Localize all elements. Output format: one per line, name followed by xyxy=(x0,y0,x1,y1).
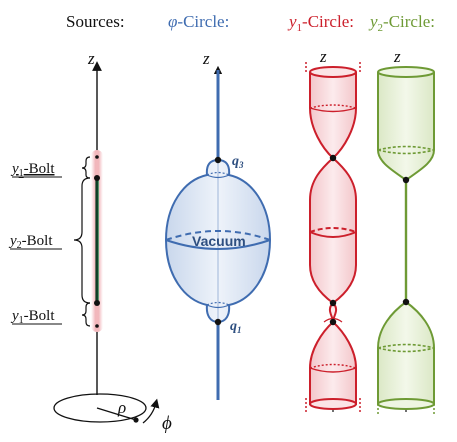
header-y1-circle: y1-Circle: xyxy=(287,12,354,34)
vacuum-label: Vacuum xyxy=(192,233,246,249)
q3-node xyxy=(214,156,222,164)
y2-top-lobe xyxy=(377,72,435,182)
rho-point xyxy=(133,417,139,423)
q1-label: q1 xyxy=(230,319,242,335)
y2-circle-panel: z xyxy=(377,47,435,414)
bolt-node-top-end xyxy=(95,155,99,159)
z-label-phi: z xyxy=(202,49,210,68)
bolt-node-top xyxy=(94,175,100,181)
y1-node-top xyxy=(329,154,337,162)
y2-top-ring-back xyxy=(377,145,435,151)
header-sources: Sources: xyxy=(66,12,125,31)
y1-middle-ring-back xyxy=(309,227,357,233)
y1-node-bottom xyxy=(329,318,337,326)
z-label-y1: z xyxy=(319,47,327,66)
y1-circle-panel: z xyxy=(305,47,361,412)
vacuum-equator-front xyxy=(165,239,271,250)
bulge-ring-top-front xyxy=(206,174,230,179)
bolt-label-bottom: y1-Bolt xyxy=(10,308,55,326)
y2-top-rim xyxy=(377,66,435,78)
bulge-ring-top-back xyxy=(206,171,230,176)
y1-middle-ring-front xyxy=(309,231,357,238)
y2-bottom-rim xyxy=(377,398,435,410)
rho-label: ρ xyxy=(117,398,126,417)
y2-bottom-lobe xyxy=(377,300,435,405)
brace-middle xyxy=(73,177,91,304)
sources-panel: z y1-Bolt y2-Bolt y1-Bolt ρ ϕ xyxy=(8,49,172,434)
y1-bottom-rim xyxy=(309,398,357,410)
phi-label: ϕ xyxy=(162,413,172,434)
y1-node-middle xyxy=(329,299,337,307)
brace-bottom xyxy=(81,302,91,327)
q3-label: q3 xyxy=(232,154,244,170)
y1-top-rim xyxy=(309,66,357,78)
y2-top-ring-front xyxy=(377,149,435,155)
y1-bottom-ring-front xyxy=(309,367,357,373)
phi-circle-panel: z Vacuum q3 q1 xyxy=(164,49,272,400)
header: Sources: φ-Circle: y1-Circle: y2-Circle: xyxy=(66,12,435,34)
brace-top xyxy=(81,156,91,179)
q1-node xyxy=(214,318,222,326)
y2-node-top xyxy=(402,176,410,184)
y1-bottom-knot xyxy=(323,317,343,323)
y2-bottom-ring-back xyxy=(377,343,435,349)
y1-middle-lobe xyxy=(309,156,357,305)
bolt-label-middle: y2-Bolt xyxy=(8,233,53,251)
y2-bottom-ring-front xyxy=(377,347,435,353)
bolt-label-top: y1-Bolt xyxy=(10,161,55,179)
vacuum-equator-back xyxy=(165,230,271,241)
phi-arrow xyxy=(142,398,160,424)
y2-node-bottom xyxy=(402,298,410,306)
bolt-node-bottom xyxy=(94,300,100,306)
header-phi-circle: φ-Circle: xyxy=(168,12,229,31)
y1-top-ring-front xyxy=(309,107,357,113)
bulge-ring-bottom-back xyxy=(206,301,230,306)
bulge-ring-bottom-front xyxy=(206,304,230,309)
rho-radius xyxy=(96,407,137,421)
header-y2-circle: y2-Circle: xyxy=(368,12,435,34)
z-label-y2: z xyxy=(393,47,401,66)
y1-top-lobe xyxy=(309,72,357,160)
z-label-sources: z xyxy=(87,49,95,68)
bolt-node-bottom-end xyxy=(95,324,99,328)
base-ellipse xyxy=(53,393,147,423)
